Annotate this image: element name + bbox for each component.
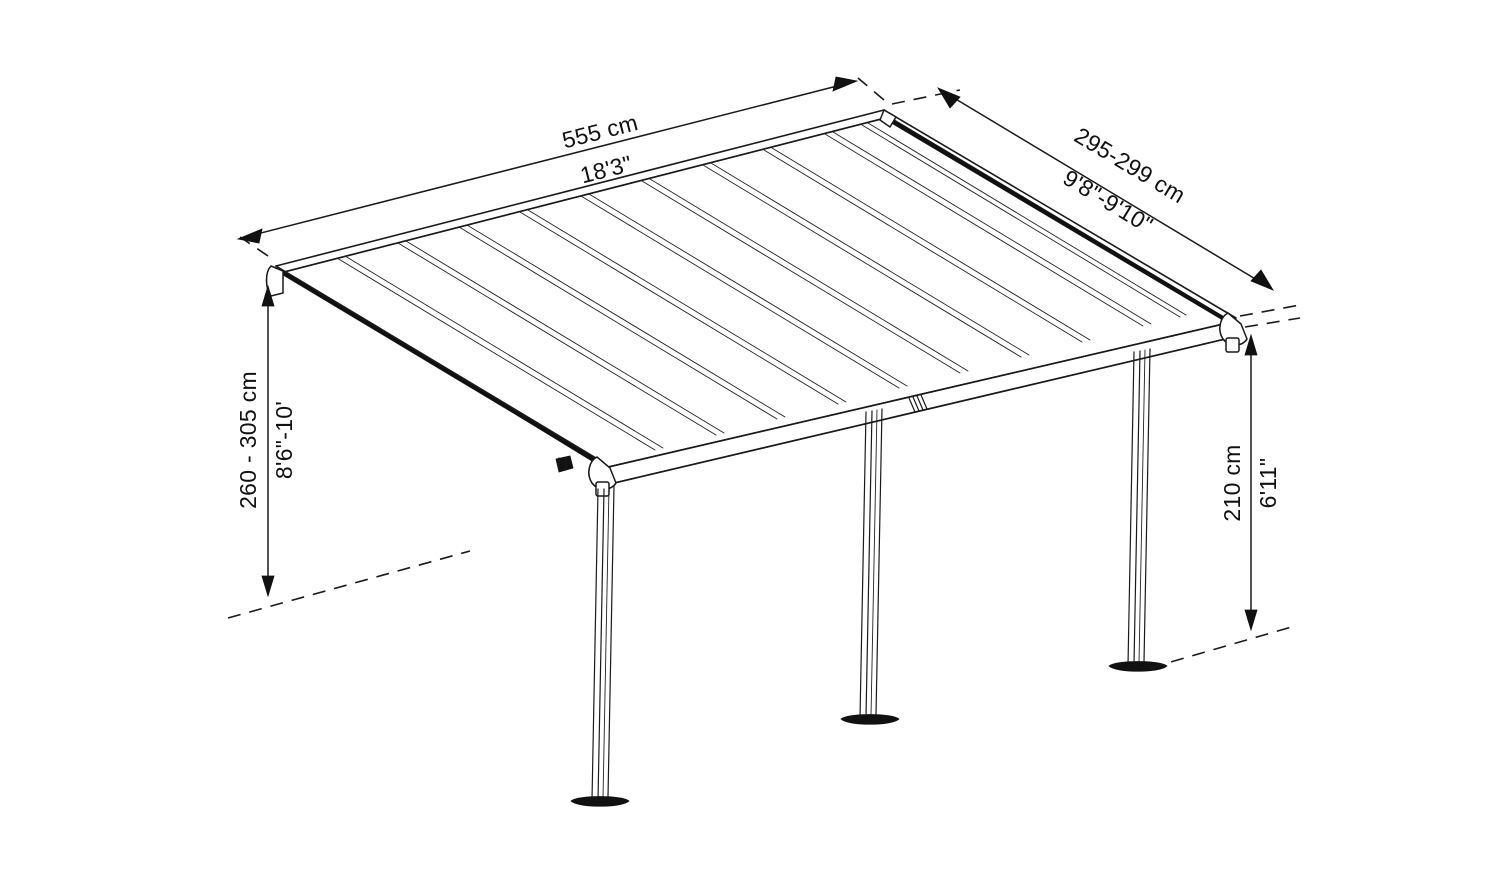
front-gutter-beam — [603, 321, 1239, 485]
roof-panel-surface — [283, 116, 1233, 469]
dimension-wall-mount-height: 260 - 305 cm 8'6"-10' — [227, 284, 471, 619]
width-imperial-label: 18'3" — [577, 150, 634, 188]
middle-post-foot-plate — [840, 714, 900, 725]
corner-connectors — [265, 109, 1248, 497]
ground-reference-line-left — [227, 550, 471, 619]
post-height-imperial-label: 6'11" — [1255, 458, 1281, 509]
rear-right-connector — [879, 109, 897, 128]
right-post-foot-plate — [1108, 661, 1168, 672]
right-front-post — [1108, 348, 1168, 672]
wall-height-imperial-label: 8'6"-10' — [271, 401, 297, 479]
left-front-post — [570, 485, 630, 807]
support-posts — [570, 348, 1168, 807]
roof-rafter-seams — [336, 122, 1187, 451]
middle-post-collar — [908, 394, 928, 413]
wall-height-metric-label: 260 - 305 cm — [235, 371, 261, 509]
middle-front-post — [840, 408, 900, 725]
rear-left-end-cap — [265, 265, 284, 297]
front-left-mount-bracket — [555, 455, 574, 473]
ground-reference-line-right — [1149, 625, 1296, 669]
roof-assembly — [275, 109, 1239, 485]
post-height-metric-label: 210 cm — [1219, 444, 1245, 521]
front-right-corner-connector — [1219, 312, 1248, 353]
dimension-front-post-height: 210 cm 6'11" — [1149, 317, 1301, 669]
front-left-corner-connector — [588, 456, 617, 497]
left-post-foot-plate — [570, 796, 630, 807]
top-reference-line-right — [1244, 317, 1301, 328]
